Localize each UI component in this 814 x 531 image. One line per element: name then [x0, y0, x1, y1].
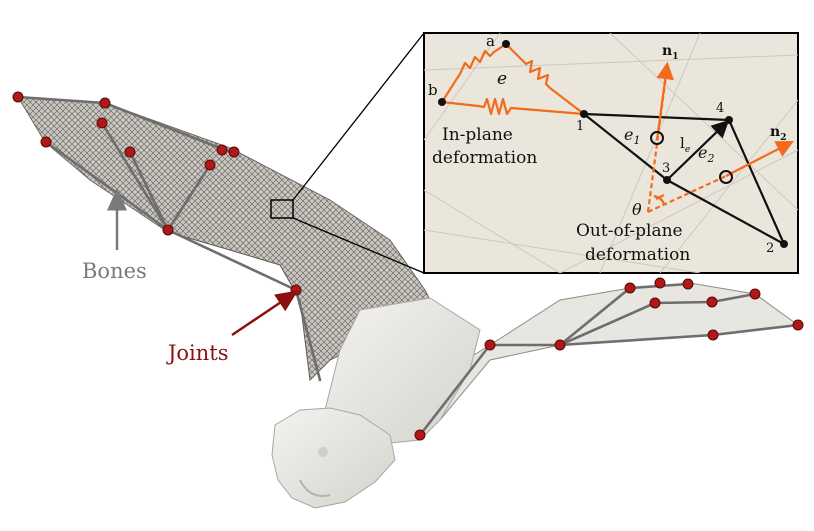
edge-e2-sub: 2 — [706, 152, 714, 165]
normal-n2-label: n2 — [770, 124, 786, 143]
normal-n2-sub: 2 — [780, 133, 786, 143]
bone — [418, 343, 492, 437]
eye — [318, 447, 328, 457]
theta-label: θ — [632, 200, 642, 219]
edge-3-4 — [666, 119, 730, 181]
bone — [710, 292, 757, 304]
snout — [299, 479, 331, 497]
spring-a-b — [441, 43, 507, 103]
joint — [624, 282, 636, 294]
vertex-b-label: b — [428, 81, 438, 99]
joints — [12, 91, 804, 441]
joints-label: Joints — [166, 341, 229, 365]
joint — [414, 429, 426, 441]
theta-tick — [655, 194, 665, 200]
out-plane-label-1: Out-of-plane — [576, 221, 683, 241]
joint — [290, 284, 302, 296]
joint — [707, 329, 719, 341]
joints-arrow — [231, 290, 299, 337]
vertex-a-dot — [502, 40, 510, 48]
joint — [706, 296, 718, 308]
in-plane-label-1: In-plane — [442, 125, 513, 145]
edge-4-2 — [727, 119, 786, 245]
bone — [16, 95, 107, 105]
edge-le-label: le — [680, 134, 690, 155]
joint — [162, 224, 174, 236]
edge-le-sub: e — [685, 145, 690, 155]
right-bones — [418, 282, 800, 437]
bone — [44, 140, 170, 232]
edge-e2-label: e2 — [698, 143, 714, 165]
bone — [166, 163, 212, 232]
edge-1-4 — [583, 112, 730, 122]
joint — [124, 146, 136, 158]
normal-n1-sub: 1 — [672, 52, 678, 62]
left-bones — [16, 95, 322, 382]
bones-label: Bones — [82, 259, 147, 283]
vertex-4-dot — [725, 116, 733, 124]
vertex-1-dot — [580, 110, 588, 118]
vertex-1-label: 1 — [576, 119, 584, 134]
edge-e1-label: e1 — [624, 125, 640, 147]
joint — [554, 339, 566, 351]
normal-2 — [647, 175, 727, 213]
normal-2-solid — [725, 140, 794, 177]
joint — [484, 339, 496, 351]
theta-arc — [653, 194, 666, 205]
out-plane-label-2: deformation — [585, 245, 690, 265]
inset-panel: a b 1 4 3 2 e e1 e2 le n1 n2 θ In-plane … — [423, 32, 799, 274]
edge-e1-sub: 1 — [633, 134, 640, 147]
joint — [228, 146, 240, 158]
inset-labels: a b 1 4 3 2 e e1 e2 le n1 n2 θ In-plane … — [428, 32, 786, 265]
vertex-2-label: 2 — [766, 241, 774, 256]
inset-mesh — [424, 33, 798, 273]
in-plane-label-2: deformation — [432, 148, 537, 168]
joint — [216, 144, 228, 156]
edge-3-2 — [666, 179, 785, 245]
bone — [294, 288, 322, 382]
bone — [100, 121, 170, 232]
joint — [749, 288, 761, 300]
joint — [792, 319, 804, 331]
zoom-box — [270, 199, 294, 219]
zoom-leader-top — [292, 32, 425, 201]
normals — [646, 61, 794, 213]
bone — [558, 333, 715, 347]
vertex-3-label: 3 — [662, 161, 670, 176]
bone — [558, 286, 632, 347]
spring-triangle — [441, 43, 585, 116]
joint — [40, 136, 52, 148]
joint — [654, 277, 666, 289]
vertex-2-dot — [780, 240, 788, 248]
face-center-1 — [650, 131, 664, 145]
inset-background — [423, 32, 799, 274]
bone — [558, 301, 657, 347]
joint — [99, 97, 111, 109]
bone — [653, 300, 714, 305]
spring-b-1 — [441, 97, 585, 116]
edge-e-label: e — [497, 69, 507, 89]
bone — [711, 323, 800, 337]
normal-1-solid — [655, 61, 674, 141]
vertex-4-label: 4 — [716, 101, 724, 116]
bone — [166, 228, 298, 292]
bone — [103, 101, 232, 154]
spring-a-1 — [505, 43, 585, 115]
vertex-b-dot — [438, 98, 446, 106]
vertex-a-label: a — [486, 32, 495, 50]
joint — [682, 278, 694, 290]
joint — [12, 91, 24, 103]
joint — [649, 297, 661, 309]
joint — [204, 159, 216, 171]
inset-vertices — [438, 40, 788, 248]
zoom-leader-bottom — [292, 217, 425, 274]
vertex-3-dot — [663, 176, 671, 184]
normal-n1-label: n1 — [662, 43, 678, 62]
joint — [96, 117, 108, 129]
bone — [128, 150, 170, 232]
face-center-2 — [719, 170, 733, 184]
